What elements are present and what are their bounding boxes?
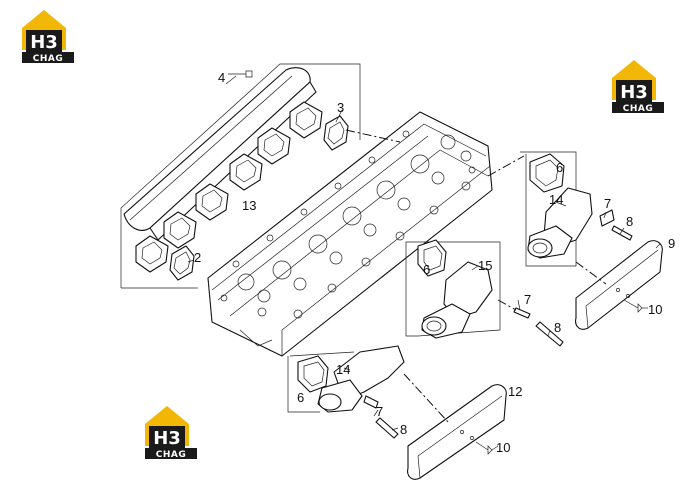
sub-assembly-middle [405,239,564,347]
callout-15: 15 [478,258,492,273]
callout-4: 4 [218,70,225,85]
callout-12: 12 [508,384,522,399]
callout-6-right: 6 [556,160,563,175]
logo-top-left: H3 CHAG [22,10,74,64]
manifold-flanges [135,101,323,273]
callout-2: 2 [194,250,201,265]
callout-7-bottom: 7 [376,404,383,419]
logo-subtitle: CHAG [33,54,64,64]
cylinder-head-bosses [220,130,476,319]
gasket-2 [169,245,195,281]
callout-7-middle: 7 [524,292,531,307]
logo-bottom-left: H3 CHAG [145,406,197,460]
sub-assembly-bottom [287,345,405,439]
gasket-3 [323,115,349,151]
logo-subtitle: CHAG [156,450,187,460]
assembly-line-middle [497,299,517,311]
callout-8-right: 8 [626,214,633,229]
heat-shield-9 [575,240,663,330]
logo-letters: H3 [153,428,181,449]
logo-top-right: H3 CHAG [612,60,664,114]
callout-14-right: 14 [549,192,563,207]
callouts: 4 3 13 2 6 14 7 8 9 10 6 15 7 8 14 6 7 8… [194,70,675,455]
assembly-line-right [487,155,525,177]
callout-14-bottom: 14 [336,362,350,377]
assembly-line-right-2 [575,261,607,285]
leader-lines [187,75,661,451]
logo-subtitle: CHAG [623,104,654,114]
callout-10-bottom: 10 [496,440,510,455]
heat-shield-12 [407,384,507,480]
callout-3: 3 [337,100,344,115]
logo-letters: H3 [620,82,648,103]
cylinder-head [207,111,493,357]
exhaust-manifold-13 [120,63,361,289]
sub-assembly-right [520,151,633,267]
callout-6-bottom: 6 [297,390,304,405]
callout-9: 9 [668,236,675,251]
callout-8-bottom: 8 [400,422,407,437]
logo-letters: H3 [30,32,58,53]
assembly-line-head [345,129,401,143]
callout-10-right: 10 [648,302,662,317]
manifold-bolts [228,70,253,78]
callout-13: 13 [242,198,256,213]
callout-7-right: 7 [604,196,611,211]
assembly-line-bottom [403,373,449,423]
callout-8-middle: 8 [554,320,561,335]
callout-6-middle: 6 [423,262,430,277]
